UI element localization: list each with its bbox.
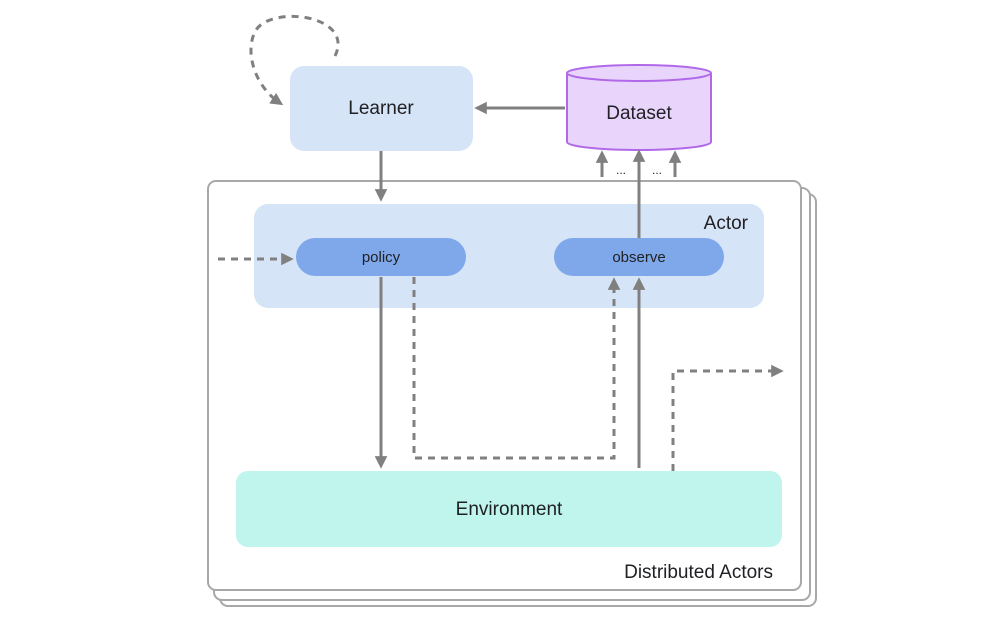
learner-label: Learner: [348, 98, 414, 119]
learner-box: [290, 66, 473, 151]
observe-node: [554, 238, 724, 276]
actor-label: Actor: [704, 213, 749, 234]
environment-box: [236, 471, 782, 547]
policy-label: policy: [362, 249, 401, 266]
environment-label: Environment: [456, 499, 563, 520]
distributed-actors-label: Distributed Actors: [624, 562, 773, 583]
dataset-node: [566, 64, 712, 151]
policy-node: [296, 238, 466, 276]
environment-to-external-dashed-arrow: [671, 364, 784, 471]
ellipsis-right-label: ...: [652, 163, 662, 177]
policy-to-observe-dashed-arrow: [412, 277, 621, 460]
observe-label: observe: [612, 249, 665, 266]
learner-self-loop-arrow: [249, 14, 340, 106]
ellipsis-left-label: ...: [616, 163, 626, 177]
dataset-label: Dataset: [606, 103, 672, 124]
dataset-cylinder-top: [566, 64, 712, 82]
